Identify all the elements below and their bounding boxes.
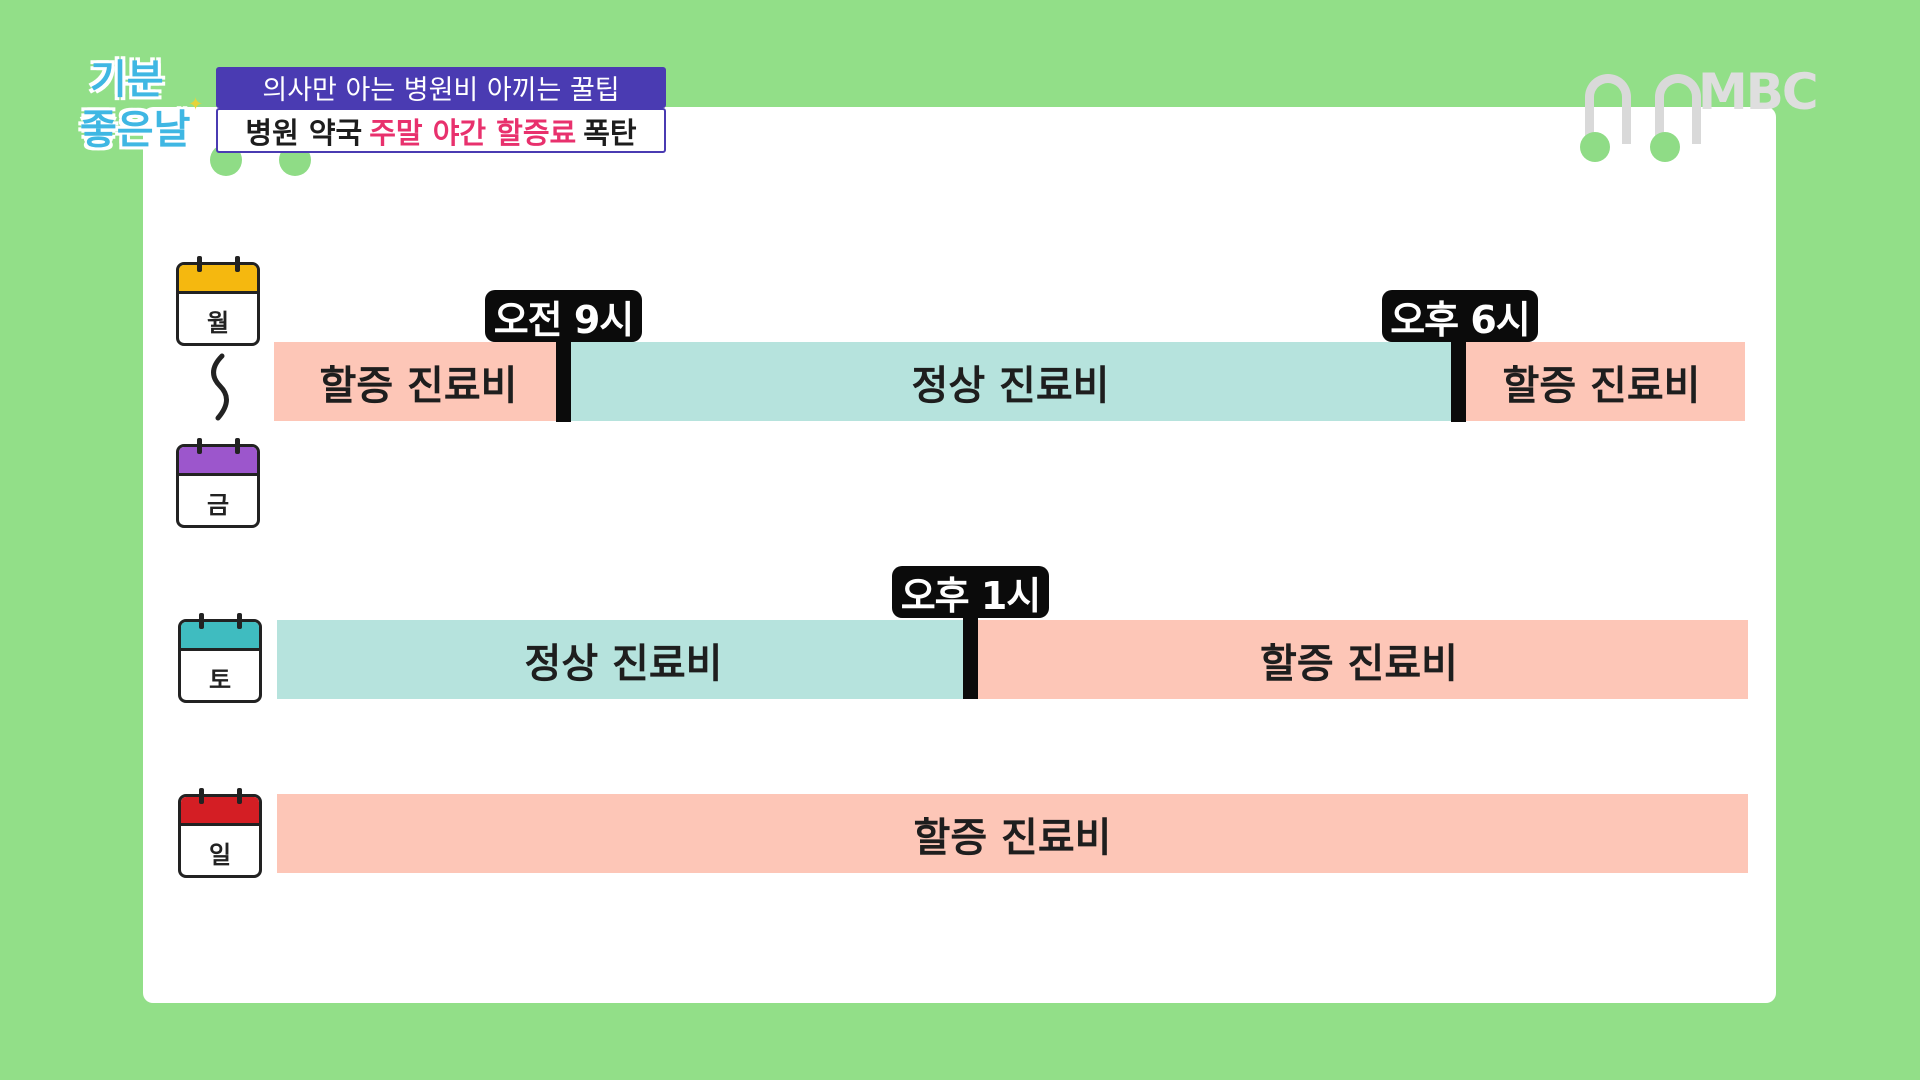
sunday-segment: 할증 진료비 — [277, 794, 1748, 873]
range-tilde-icon — [211, 353, 229, 421]
calendar-pin — [235, 256, 240, 272]
board-hook-right-1 — [1585, 74, 1631, 144]
caption-bottom: 병원 약국 주말 야간 할증료 폭탄 — [216, 108, 666, 153]
show-logo: 기분 ✦ 좋은날 — [80, 56, 205, 164]
saturday-marker-tick — [963, 617, 978, 699]
sparkle-icon: ✦ — [188, 94, 204, 115]
weekday-marker-end: 오후 6시 — [1382, 290, 1538, 342]
board-ring-right-2 — [1650, 132, 1680, 162]
calendar-pin — [197, 256, 202, 272]
board-hook-right-2 — [1655, 74, 1701, 144]
calendar-day-label: 토 — [208, 665, 232, 694]
channel-logo: MBC — [1698, 63, 1819, 121]
calendar-pin — [237, 613, 242, 629]
calendar-header — [181, 622, 259, 651]
weekday-segment-early: 할증 진료비 — [274, 342, 563, 421]
calendar-icon-saturday: 토 — [178, 613, 262, 703]
calendar-pin — [199, 613, 204, 629]
weekday-segment-regular: 정상 진료비 — [563, 342, 1458, 421]
calendar-day-label: 일 — [208, 840, 232, 869]
caption-bottom-part2: 폭탄 — [583, 115, 637, 150]
calendar-header — [181, 797, 259, 826]
caption-top: 의사만 아는 병원비 아끼는 꿀팁 — [216, 67, 666, 108]
board-ring-right-1 — [1580, 132, 1610, 162]
calendar-pin — [237, 788, 242, 804]
show-logo-line2: 좋은날 — [80, 107, 191, 153]
saturday-segment-after: 할증 진료비 — [970, 620, 1748, 699]
calendar-header — [179, 447, 257, 476]
saturday-marker: 오후 1시 — [892, 566, 1049, 618]
calendar-icon-sunday: 일 — [178, 788, 262, 878]
calendar-pin — [235, 438, 240, 454]
weekday-marker-tick-end — [1451, 340, 1466, 422]
saturday-segment-regular: 정상 진료비 — [277, 620, 970, 699]
calendar-header — [179, 265, 257, 294]
weekday-marker-tick-start — [556, 340, 571, 422]
weekday-marker-start: 오전 9시 — [485, 290, 642, 342]
calendar-icon-friday: 금 — [176, 438, 260, 528]
calendar-day-label: 월 — [206, 308, 230, 337]
calendar-day-label: 금 — [206, 490, 230, 519]
calendar-icon-monday: 월 — [176, 256, 260, 346]
calendar-pin — [199, 788, 204, 804]
calendar-pin — [197, 438, 202, 454]
caption-bottom-part1: 병원 약국 — [245, 115, 363, 150]
show-logo-line1: 기분 — [90, 57, 164, 103]
weekday-segment-late: 할증 진료비 — [1458, 342, 1745, 421]
caption-bottom-highlight: 주말 야간 할증료 — [369, 115, 577, 150]
